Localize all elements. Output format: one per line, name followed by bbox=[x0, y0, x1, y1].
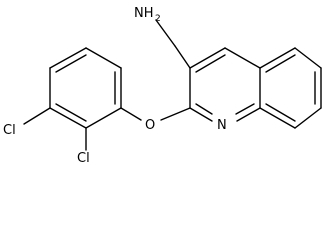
double-bond bbox=[55, 103, 87, 122]
bond bbox=[236, 107, 261, 122]
bond bbox=[85, 47, 122, 69]
bond bbox=[259, 47, 296, 69]
bond bbox=[224, 47, 261, 69]
double-bond bbox=[265, 54, 296, 73]
ring-nitrogen-label: N bbox=[217, 118, 227, 133]
bond bbox=[294, 107, 322, 129]
chlorine-label: Cl bbox=[77, 151, 90, 166]
bond bbox=[155, 19, 176, 47]
double-bond bbox=[195, 54, 226, 73]
bond bbox=[85, 107, 122, 129]
bond bbox=[49, 47, 87, 69]
ether-oxygen-label: O bbox=[145, 118, 155, 133]
amine-nitrogen-label: NH bbox=[134, 6, 154, 21]
pyridine-ring bbox=[189, 47, 261, 122]
bond bbox=[189, 107, 213, 122]
amine-subscript: 2 bbox=[155, 14, 161, 24]
dichlorophenyl-ring bbox=[49, 47, 122, 129]
bond bbox=[120, 107, 142, 121]
double-bond bbox=[55, 54, 87, 73]
benzo-ring bbox=[259, 47, 322, 129]
bond bbox=[189, 47, 226, 69]
bond bbox=[174, 45, 191, 69]
bond bbox=[160, 107, 191, 121]
double-bond bbox=[265, 103, 296, 122]
molecule-structure: NH 2 O N Cl Cl bbox=[3, 6, 322, 166]
structure-canvas: NH 2 O N Cl Cl bbox=[3, 6, 322, 166]
double-bond bbox=[235, 103, 255, 115]
chlorine-label: Cl bbox=[3, 123, 16, 138]
bond bbox=[23, 107, 51, 125]
double-bond bbox=[195, 103, 213, 115]
bond bbox=[294, 47, 322, 69]
bond bbox=[259, 107, 296, 129]
bond bbox=[49, 107, 87, 129]
